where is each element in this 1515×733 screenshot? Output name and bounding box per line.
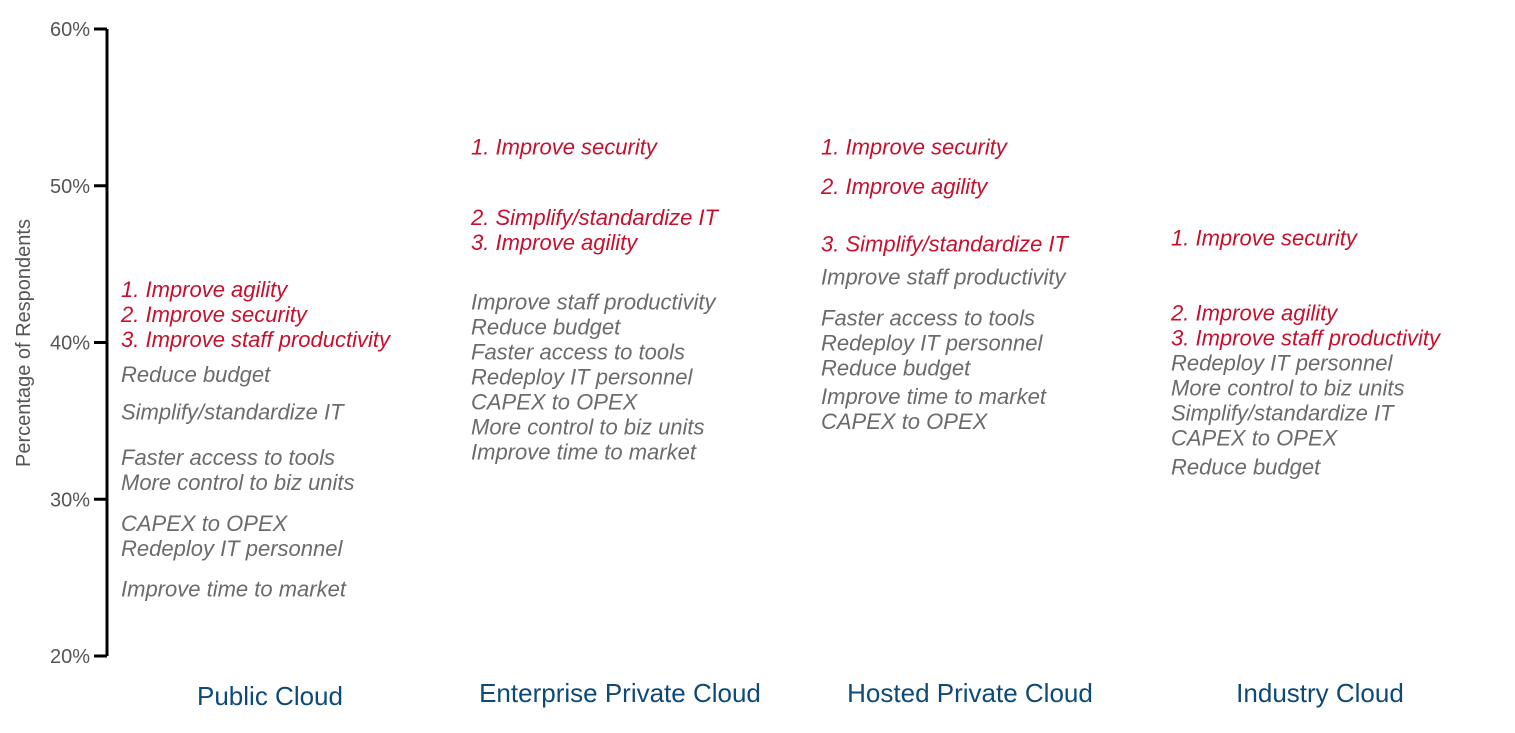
- top-priority-label: 2. Improve agility: [820, 174, 989, 199]
- priority-label: Improve time to market: [821, 384, 1047, 409]
- y-tick-label: 30%: [50, 489, 90, 511]
- priority-label: Redeploy IT personnel: [121, 536, 343, 561]
- y-tick-label: 50%: [50, 176, 90, 198]
- y-axis: 20% 30% 40% 50% 60%: [50, 19, 109, 668]
- category-labels: Public Cloud Enterprise Private Cloud Host…: [197, 678, 1404, 711]
- priority-label: Improve staff productivity: [471, 290, 718, 315]
- top-priority-label: 3. Improve agility: [471, 230, 639, 255]
- y-axis-label: Percentage of Respondents: [13, 219, 35, 467]
- priority-label: CAPEX to OPEX: [471, 390, 639, 415]
- y-tick-label: 60%: [50, 19, 90, 41]
- series-industry-cloud: 1. Improve security 2. Improve agility3. …: [1170, 225, 1442, 479]
- top-priority-label: 3. Improve staff productivity: [121, 327, 392, 352]
- priority-label: More control to biz units: [471, 415, 705, 440]
- priority-label: More control to biz units: [121, 470, 355, 495]
- priority-label: Reduce budget: [1171, 454, 1321, 479]
- priority-label: Improve staff productivity: [821, 265, 1068, 290]
- category-label: Public Cloud: [197, 681, 343, 711]
- top-priority-label: 2. Improve agility: [1170, 301, 1339, 326]
- priority-label: CAPEX to OPEX: [821, 409, 989, 434]
- top-priority-label: 3. Simplify/standardize IT: [821, 232, 1070, 257]
- priority-label: Reduce budget: [821, 355, 971, 380]
- y-tick-label: 20%: [50, 646, 90, 668]
- priority-label: Improve time to market: [471, 440, 697, 465]
- priority-label: Simplify/standardize IT: [1171, 401, 1395, 426]
- top-priority-label: 1. Improve security: [471, 135, 659, 160]
- priority-label: Redeploy IT personnel: [821, 330, 1043, 355]
- priority-label: Improve time to market: [121, 577, 347, 602]
- category-label: Enterprise Private Cloud: [479, 678, 761, 708]
- priority-label: Reduce budget: [471, 315, 621, 340]
- priority-label: Simplify/standardize IT: [121, 399, 345, 424]
- top-priority-label: 1. Improve security: [1171, 225, 1359, 250]
- top-priority-label: 1. Improve agility: [121, 277, 289, 302]
- series-enterprise-private-cloud: 1. Improve security 2. Simplify/standardi…: [470, 135, 720, 465]
- priority-label: Faster access to tools: [821, 305, 1035, 330]
- top-priority-label: 2. Simplify/standardize IT: [470, 205, 720, 230]
- priority-label: Redeploy IT personnel: [1171, 351, 1393, 376]
- priority-label: Faster access to tools: [471, 340, 685, 365]
- priority-label: CAPEX to OPEX: [1171, 426, 1339, 451]
- priority-label: Faster access to tools: [121, 445, 335, 470]
- series-hosted-private-cloud: 1. Improve security 2. Improve agility 3. …: [820, 135, 1070, 434]
- category-label: Industry Cloud: [1236, 678, 1404, 708]
- priority-label: More control to biz units: [1171, 376, 1405, 401]
- priority-label: Reduce budget: [121, 362, 271, 387]
- priority-label: CAPEX to OPEX: [121, 511, 289, 536]
- y-tick-label: 40%: [50, 333, 90, 355]
- category-label: Hosted Private Cloud: [847, 678, 1093, 708]
- priority-label: Redeploy IT personnel: [471, 365, 693, 390]
- top-priority-label: 2. Improve security: [120, 302, 309, 327]
- top-priority-label: 3. Improve staff productivity: [1171, 326, 1442, 351]
- top-priority-label: 1. Improve security: [821, 135, 1009, 160]
